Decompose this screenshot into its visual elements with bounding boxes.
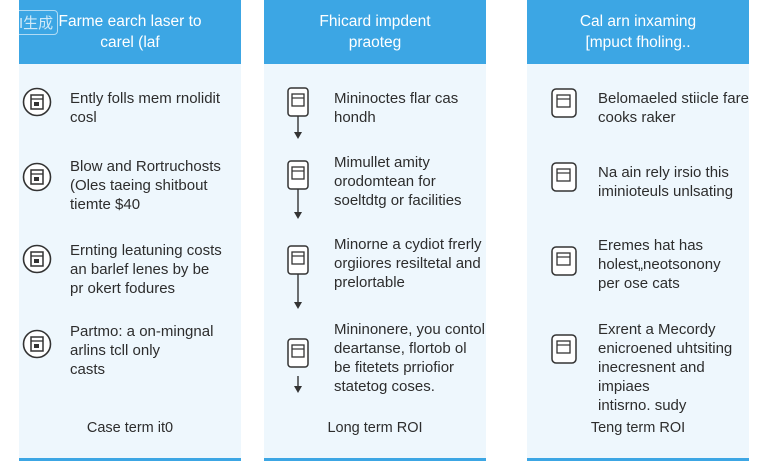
column-2-item-1: Mininoctes flar cas hondh: [334, 90, 459, 126]
machine-icon: [283, 338, 309, 368]
column-2-item-2: Mimullet amity orodomtean for soeltdtg o…: [334, 154, 462, 209]
column-3-bottom-bar: [527, 458, 749, 461]
machine-icon: [283, 160, 309, 190]
column-3-item-3: Eremes hat has holest„neotsonony per ose…: [598, 237, 721, 292]
column-3-item-1: Belomaeled stiicle fare cooks raker: [598, 90, 749, 126]
column-1-item-1: Ently folls mem rnolidit cosl: [70, 90, 221, 126]
column-3: Cal arn inxaming [mpuct fholing.. Beloma…: [527, 0, 749, 461]
column-3-item-2: Na ain rely irsio this iminioteuls unlsa…: [598, 164, 734, 200]
machine-icon: [283, 87, 309, 117]
column-1-item-3: Ernting leatuning costs an barlef lenes …: [70, 242, 222, 297]
machine-icon: [22, 162, 52, 192]
column-1-header: Farme earch laser to carel (laf: [19, 0, 241, 64]
column-3-footer: Teng term ROI: [590, 420, 686, 436]
column-3-title: Cal arn inxaming [mpuct fholing..: [579, 13, 697, 51]
column-2-footer: Long term ROI: [327, 420, 423, 436]
column-2: Fhicard impdent praoteg Mininoctes flar …: [264, 0, 486, 461]
ai-generated-watermark: AI生成: [4, 10, 59, 35]
column-1-footer: Case term it0: [86, 420, 174, 436]
machine-icon: [22, 87, 52, 117]
column-1-title: Farme earch laser to carel (laf: [58, 13, 202, 51]
machine-icon: [22, 329, 52, 359]
column-1-item-4: Partmo: a on-mingnal arlins tcll only ca…: [70, 323, 214, 378]
column-3-header: Cal arn inxaming [mpuct fholing..: [527, 0, 749, 64]
column-1-item-2: Blow and Rortruchosts (Oles taeing shitb…: [70, 158, 221, 213]
machine-icon: [283, 245, 309, 275]
machine-icon: [549, 246, 577, 276]
column-2-item-3: Minorne a cydiot frerly orgiiores resilt…: [334, 236, 482, 291]
column-1-bottom-bar: [19, 458, 241, 461]
machine-icon: [549, 88, 577, 118]
column-1: Farme earch laser to carel (laf Ently fo…: [19, 0, 241, 461]
column-2-header: Fhicard impdent praoteg: [264, 0, 486, 64]
column-2-title: Fhicard impdent praoteg: [319, 13, 431, 51]
column-2-item-4: Mininonere, you contol deartanse, florto…: [334, 321, 485, 395]
column-2-bottom-bar: [264, 458, 486, 461]
column-3-item-4: Exrent a Mecordy enicroened uhtsiting in…: [598, 321, 733, 414]
machine-icon: [549, 162, 577, 192]
machine-icon: [549, 334, 577, 364]
machine-icon: [22, 244, 52, 274]
